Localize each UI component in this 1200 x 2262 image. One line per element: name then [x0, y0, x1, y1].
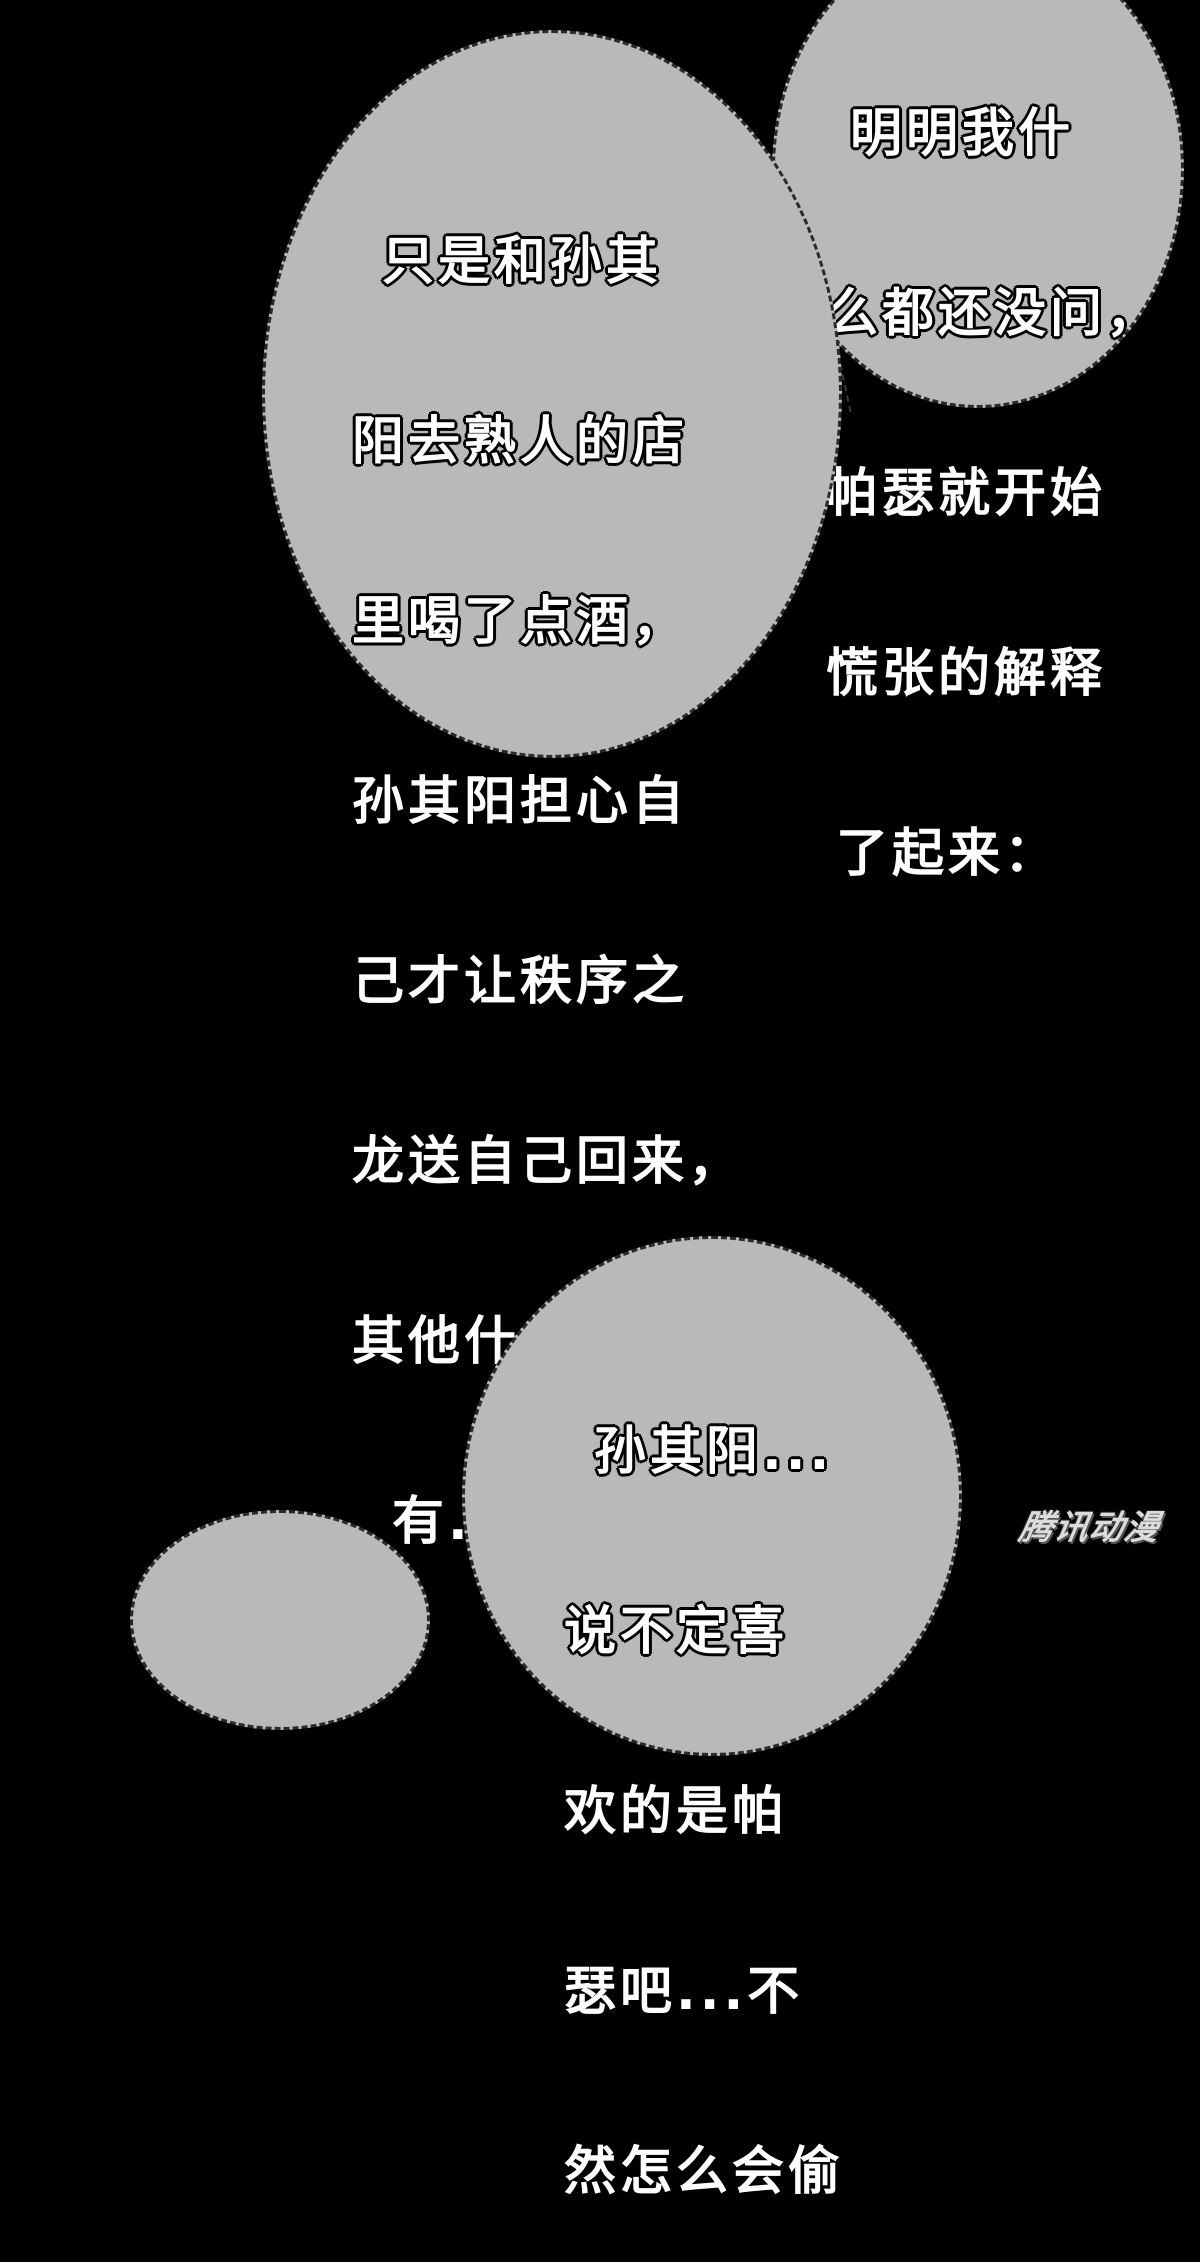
- text-line: 明明我什: [850, 104, 1075, 164]
- text-line: 然怎么会偷: [564, 2142, 845, 2202]
- text-line: 孙其阳担心自: [352, 772, 689, 832]
- bubble-text-top-right: 明明我什 么都还没问， 帕瑟就开始 慌张的解释 了起来：: [826, 0, 1162, 944]
- text-line: 慌张的解释: [826, 644, 1107, 704]
- text-line: 欢的是帕: [564, 1782, 789, 1842]
- text-line: 么都还没问，: [826, 284, 1163, 344]
- text-line: 帕瑟就开始: [826, 464, 1107, 524]
- speech-bubble-partial: [130, 1510, 430, 1730]
- text-line: 龙送自己回来，: [352, 1132, 745, 1192]
- text-line: 孙其阳...: [594, 1422, 834, 1482]
- speech-bubble-middle-left: [262, 30, 842, 758]
- text-line: 里喝了点酒，: [352, 592, 689, 652]
- text-line: 瑟吧...不: [564, 1962, 804, 2022]
- bubble-text-bottom: 孙其阳... 说不定喜 欢的是帕 瑟吧...不 然怎么会偷: [564, 1302, 844, 2262]
- text-line: 阳去熟人的店: [352, 412, 689, 472]
- text-line: 只是和孙其: [382, 232, 663, 292]
- text-line: 己才让秩序之: [352, 952, 689, 1012]
- text-line: 说不定喜: [564, 1602, 789, 1662]
- text-line: 了起来：: [836, 824, 1061, 884]
- watermark-logo: 腾讯动漫: [1015, 1508, 1163, 1548]
- speech-bubble-top-right: [772, 0, 1184, 408]
